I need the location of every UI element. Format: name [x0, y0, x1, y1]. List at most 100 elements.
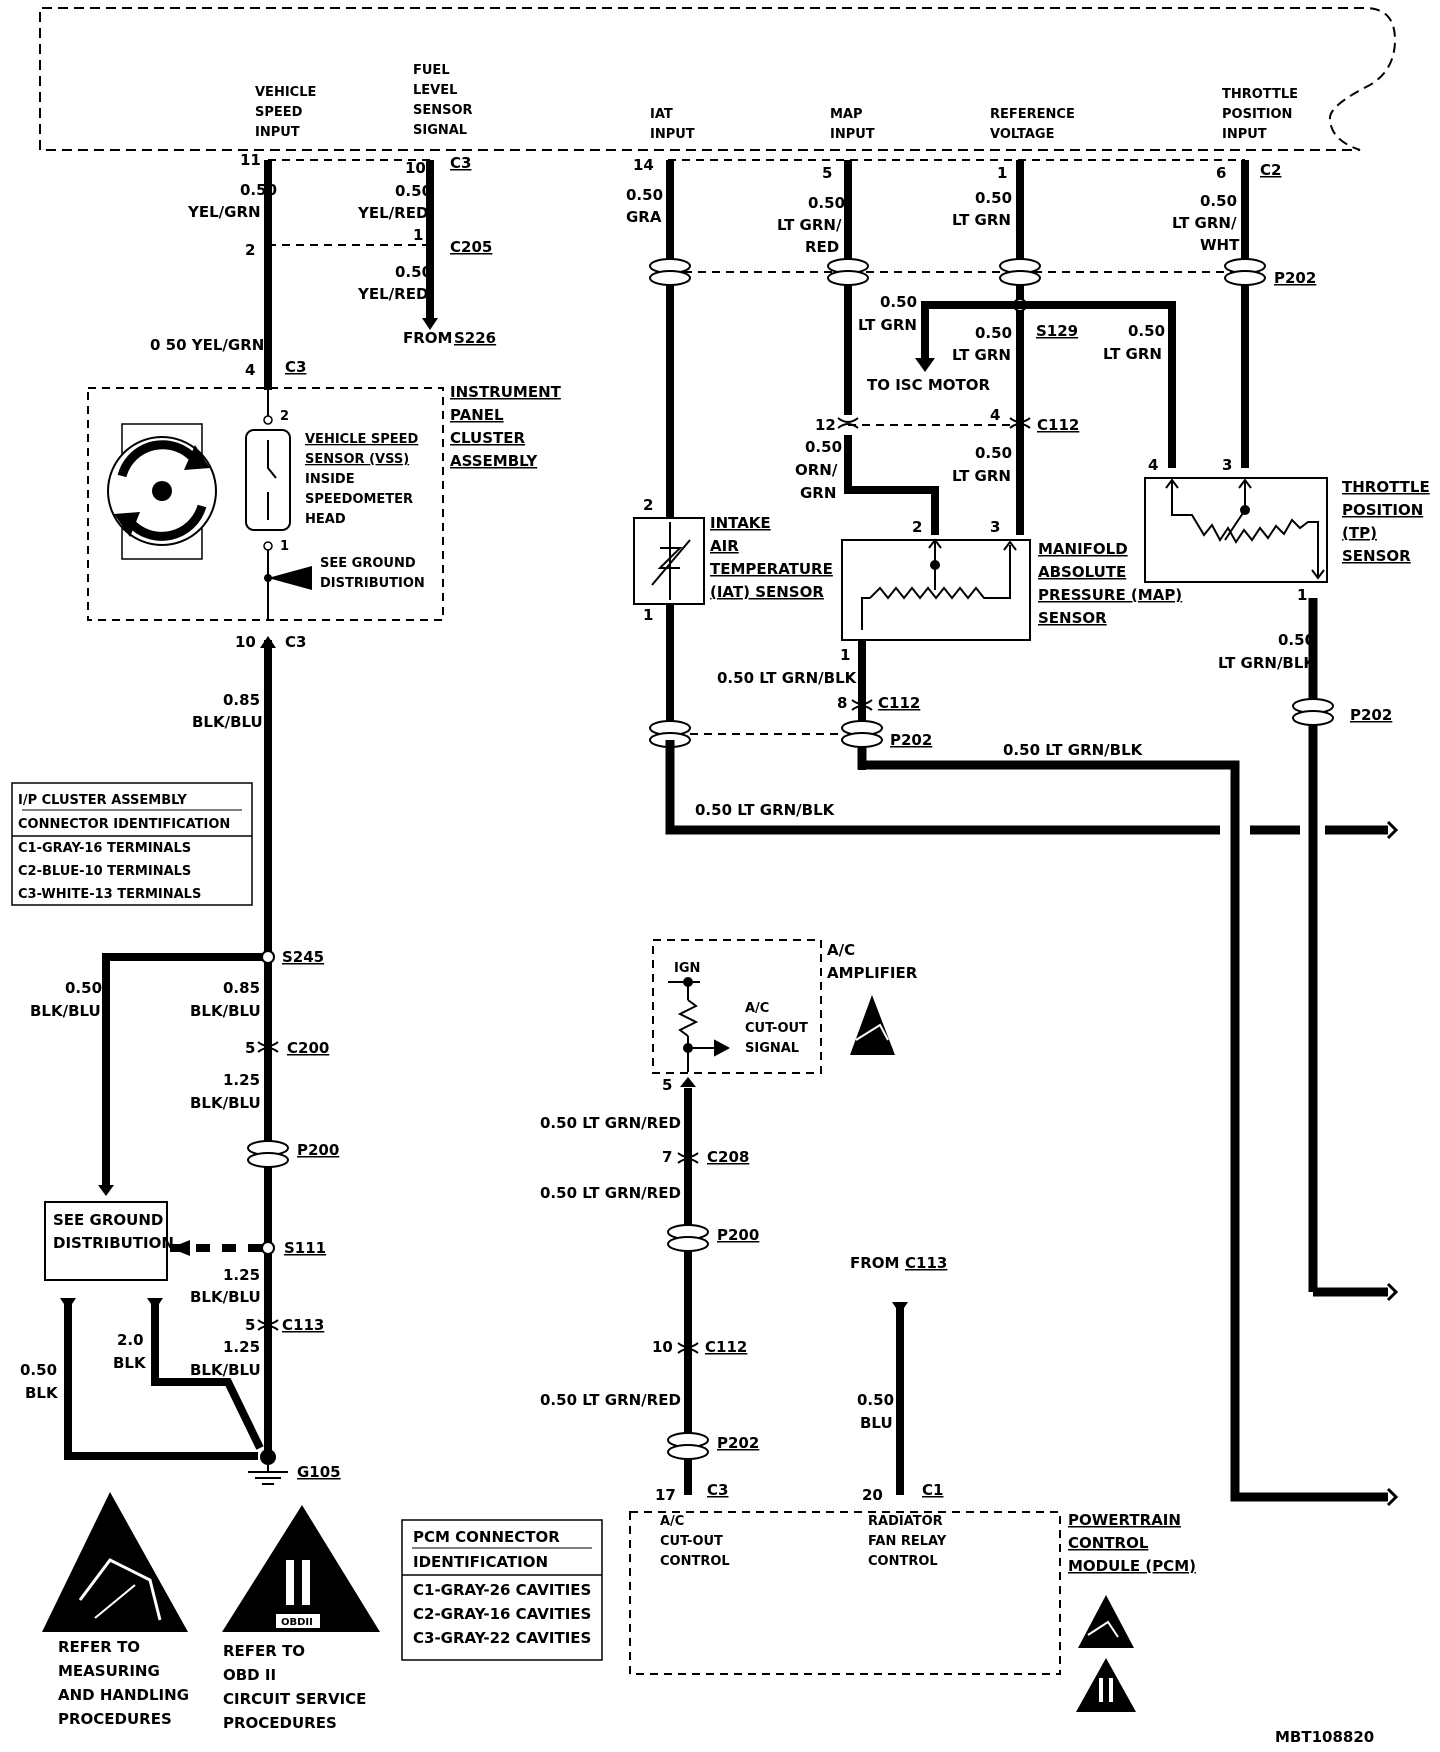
- pcm-esd-icon: [1078, 1595, 1134, 1648]
- conn-p202-tp: [1224, 258, 1266, 286]
- pcm-ac-label: A/C: [660, 1514, 684, 1529]
- svg-text:C3-GRAY-22 CAVITIES: C3-GRAY-22 CAVITIES: [413, 1629, 591, 1647]
- conn-p202-iat: [649, 258, 691, 286]
- esd-note: MEASURING: [58, 1662, 160, 1680]
- wire-label: LT GRN: [952, 346, 1011, 364]
- svg-text:PCM CONNECTOR: PCM CONNECTOR: [413, 1528, 560, 1546]
- svg-text:IAT: IAT: [650, 107, 673, 122]
- conn-c2: C2: [1260, 161, 1281, 179]
- arrow-c3: [260, 636, 276, 648]
- ac-signal-label: A/C: [745, 1001, 769, 1016]
- wire-label: 0.50 LT GRN/RED: [540, 1114, 681, 1132]
- wire-label: 0.50: [240, 181, 277, 199]
- ac-amplifier-internals: [668, 977, 731, 1072]
- conn-p202-tp-gnd: [1292, 698, 1334, 726]
- wire-label: ORN/: [795, 461, 838, 479]
- svg-text:C1-GRAY-26 CAVITIES: C1-GRAY-26 CAVITIES: [413, 1581, 591, 1599]
- tp-potentiometer-icon: [1165, 478, 1325, 580]
- wire-label: 1.25: [223, 1071, 260, 1089]
- pin-8: 8: [837, 694, 847, 712]
- svg-text:INPUT: INPUT: [1222, 127, 1267, 142]
- pcm-fan-label: RADIATOR: [868, 1514, 943, 1529]
- pin-iat-1: 1: [643, 606, 653, 624]
- wire-label: LT GRN/BLK: [1218, 654, 1316, 672]
- pcm-fan-label: CONTROL: [868, 1554, 938, 1569]
- wire-to-isc: [921, 301, 1020, 360]
- ground-symbol-g105: [248, 1465, 288, 1485]
- conn-p200b-symbol: [667, 1224, 709, 1252]
- wire-label: 0.50: [626, 186, 663, 204]
- wire-label: LT GRN: [952, 467, 1011, 485]
- svg-text:INPUT: INPUT: [830, 127, 875, 142]
- svg-text:SPEED: SPEED: [255, 105, 303, 120]
- vss-label: INSIDE: [305, 472, 355, 487]
- pin-7: 7: [662, 1148, 672, 1166]
- from-c113-label: FROM: [850, 1254, 899, 1272]
- pin-4: 4: [990, 406, 1000, 424]
- svg-text:SENSOR: SENSOR: [413, 103, 473, 118]
- map-label: ABSOLUTE: [1038, 563, 1126, 581]
- wire-label: 1.25: [223, 1266, 260, 1284]
- wire-label: BLK: [25, 1384, 59, 1402]
- tp-label: POSITION: [1342, 501, 1423, 519]
- arrow-from-s226: [422, 318, 438, 330]
- svg-text:C2-BLUE-10 TERMINALS: C2-BLUE-10 TERMINALS: [18, 864, 191, 879]
- obd-note: PROCEDURES: [223, 1714, 337, 1732]
- label-vss-input: VEHICLE SPEED INPUT: [255, 85, 316, 140]
- iat-label: INTAKE: [710, 514, 771, 532]
- conn-c3: C3: [450, 154, 471, 172]
- wire-label: LT GRN/: [777, 216, 842, 234]
- conn-c1: C1: [922, 1481, 943, 1499]
- see-ground-label: DISTRIBUTION: [320, 576, 425, 591]
- wire-label: GRN: [800, 484, 836, 502]
- conn-c113: C113: [282, 1316, 324, 1334]
- vss-label: HEAD: [305, 512, 346, 527]
- wire-label: 0.50: [395, 263, 432, 281]
- pin-2: 2: [245, 241, 255, 259]
- conn-p202-map: [827, 258, 869, 286]
- wire-label: 0.50: [1128, 322, 1165, 340]
- g105-junction: [260, 1449, 276, 1465]
- from-c113-conn: C113: [905, 1254, 947, 1272]
- esd-warning-icon: [850, 995, 895, 1055]
- pcm-ac-label: CONTROL: [660, 1554, 730, 1569]
- conn-c112-map-symbol: [837, 417, 859, 429]
- wire-label: BLK/BLU: [190, 1094, 261, 1112]
- vss-reed-switch: [267, 440, 277, 520]
- wire-label: 0.50: [395, 182, 432, 200]
- wire-label: 0.50: [20, 1361, 57, 1379]
- esd-handling-icon: [42, 1492, 188, 1632]
- map-pressure-element-icon: [861, 538, 1017, 630]
- conn-c208: C208: [707, 1148, 749, 1166]
- pcm-label: CONTROL: [1068, 1534, 1149, 1552]
- conn-c112c: C112: [705, 1338, 747, 1356]
- wire-label: 0.50: [857, 1391, 894, 1409]
- wire-label: 0.50 LT GRN/RED: [540, 1391, 681, 1409]
- ground-box-label: DISTRIBUTION: [53, 1234, 174, 1252]
- wire-label: 0.50: [808, 194, 845, 212]
- wire-sensor-ground-return: [665, 740, 1220, 835]
- wire-label: LT GRN/: [1172, 214, 1237, 232]
- ac-signal-label: CUT-OUT: [745, 1021, 808, 1036]
- conn-c112-map-gnd: [851, 699, 873, 711]
- wire-label: LT GRN: [952, 211, 1011, 229]
- continuation-arrows: [1386, 820, 1399, 1507]
- wire-label: 0.50 LT GRN/BLK: [1003, 741, 1144, 759]
- svg-text:CONNECTOR IDENTIFICATION: CONNECTOR IDENTIFICATION: [18, 817, 230, 832]
- svg-text:INPUT: INPUT: [650, 127, 695, 142]
- pin-20: 20: [862, 1486, 883, 1504]
- iat-label: AIR: [710, 537, 739, 555]
- wire-label: 0.50 LT GRN/RED: [540, 1184, 681, 1202]
- conn-c3c: C3: [285, 633, 306, 651]
- ground-box-label: SEE GROUND: [53, 1211, 163, 1229]
- vss-terminal-1: [263, 541, 273, 551]
- conn-c112c-symbol: [677, 1342, 699, 1354]
- conn-p202-ref: [999, 258, 1041, 286]
- conn-p202d: P202: [717, 1434, 759, 1452]
- speedometer-rotor-icon: [107, 423, 217, 560]
- wire-label: YEL/RED: [357, 285, 428, 303]
- wire-label: BLK/BLU: [190, 1002, 261, 1020]
- wire-label: 0.50: [975, 324, 1012, 342]
- pcm-obd-icon: [1076, 1658, 1136, 1712]
